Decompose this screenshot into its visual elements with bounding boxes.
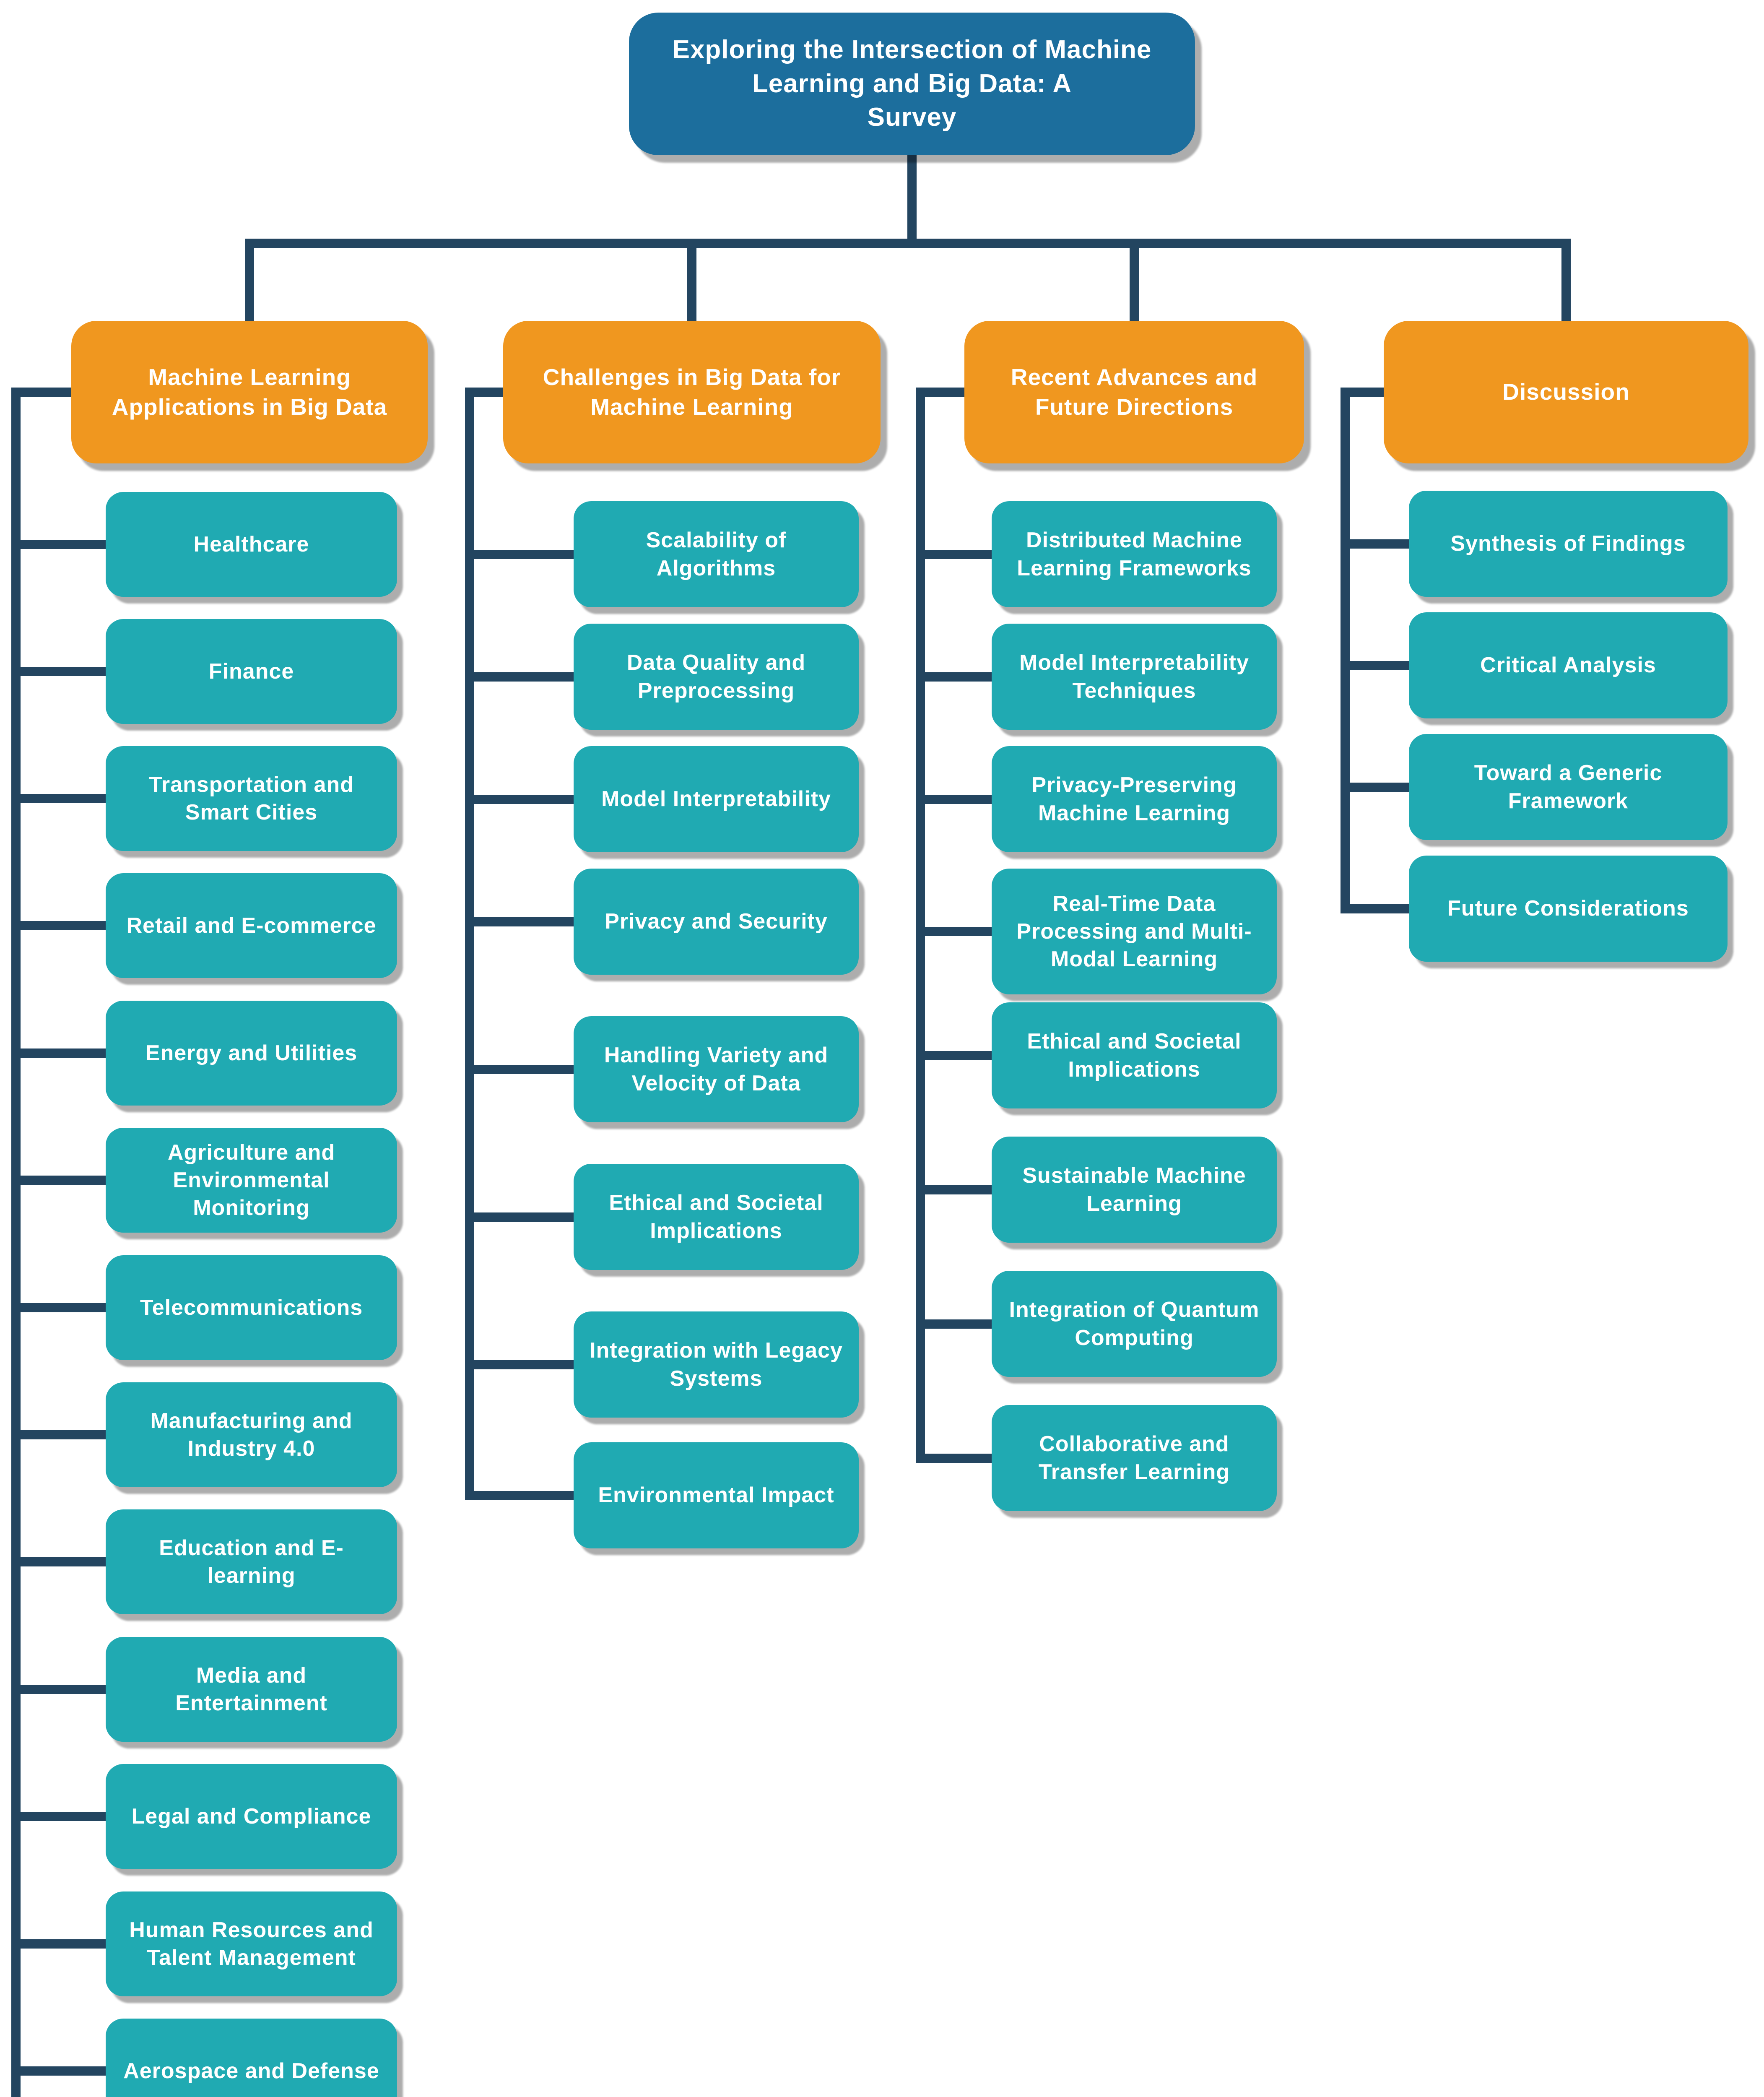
leaf-node: Transportation and Smart Cities — [106, 746, 397, 851]
leaf-node: Aerospace and Defense — [106, 2019, 397, 2097]
connector-line — [465, 1212, 574, 1222]
connector-line — [907, 154, 917, 248]
connector-line — [11, 1939, 106, 1949]
root-node: Exploring the Intersection of Machine Le… — [629, 13, 1195, 155]
connector-line — [11, 1812, 106, 1821]
connector-line — [916, 388, 964, 397]
connector-line — [465, 672, 574, 682]
leaf-node: Healthcare — [106, 492, 397, 597]
connector-line — [11, 1303, 106, 1312]
connector-line — [11, 921, 106, 930]
connector-line — [1341, 782, 1409, 792]
leaf-node: Telecommunications — [106, 1255, 397, 1360]
leaf-node: Human Resources and Talent Management — [106, 1891, 397, 1996]
connector-line — [916, 794, 992, 804]
connector-line — [11, 388, 21, 2097]
leaf-node: Legal and Compliance — [106, 1764, 397, 1869]
connector-line — [916, 1319, 992, 1329]
branch-node: Recent Advances and Future Directions — [964, 321, 1304, 463]
leaf-node: Finance — [106, 619, 397, 724]
connector-line — [11, 1685, 106, 1694]
connector-line — [916, 1185, 992, 1194]
leaf-node: Data Quality and Preprocessing — [574, 624, 859, 730]
leaf-node: Real-Time Data Processing and Multi-Moda… — [992, 869, 1277, 994]
leaf-node: Manufacturing and Industry 4.0 — [106, 1382, 397, 1487]
connector-line — [11, 667, 106, 676]
leaf-node: Education and E-learning — [106, 1509, 397, 1614]
leaf-node: Retail and E-commerce — [106, 873, 397, 978]
connector-line — [1341, 388, 1384, 397]
leaf-node: Sustainable Machine Learning — [992, 1137, 1277, 1243]
leaf-node: Integration of Quantum Computing — [992, 1271, 1277, 1377]
connector-line — [916, 1453, 992, 1463]
connector-line — [245, 239, 1571, 248]
connector-line — [11, 388, 71, 397]
connector-line — [465, 388, 474, 1500]
connector-line — [11, 794, 106, 803]
leaf-node: Integration with Legacy Systems — [574, 1311, 859, 1418]
connector-line — [11, 2066, 106, 2076]
connector-line — [687, 239, 696, 323]
leaf-node: Privacy-Preserving Machine Learning — [992, 746, 1277, 852]
connector-line — [11, 1557, 106, 1566]
leaf-node: Handling Variety and Velocity of Data — [574, 1016, 859, 1122]
leaf-node: Synthesis of Findings — [1409, 491, 1728, 597]
leaf-node: Collaborative and Transfer Learning — [992, 1405, 1277, 1511]
connector-line — [916, 927, 992, 936]
connector-line — [916, 388, 925, 1463]
connector-line — [465, 1064, 574, 1074]
leaf-node: Privacy and Security — [574, 869, 859, 975]
connector-line — [11, 1430, 106, 1439]
leaf-node: Critical Analysis — [1409, 612, 1728, 718]
leaf-node: Environmental Impact — [574, 1442, 859, 1548]
connector-line — [11, 540, 106, 549]
connector-line — [465, 549, 574, 559]
leaf-node: Model Interpretability — [574, 746, 859, 852]
connector-line — [916, 1051, 992, 1060]
connector-line — [465, 794, 574, 804]
connector-line — [465, 917, 574, 926]
connector-line — [11, 1048, 106, 1058]
leaf-node: Future Considerations — [1409, 856, 1728, 962]
leaf-node: Energy and Utilities — [106, 1001, 397, 1106]
connector-line — [245, 239, 254, 323]
connector-line — [916, 672, 992, 682]
connector-line — [1341, 388, 1350, 913]
leaf-node: Agriculture and Environmental Monitoring — [106, 1128, 397, 1233]
connector-line — [1561, 239, 1571, 323]
connector-line — [1130, 239, 1139, 323]
connector-line — [465, 388, 503, 397]
branch-node: Machine Learning Applications in Big Dat… — [71, 321, 428, 463]
connector-line — [465, 1491, 574, 1500]
connector-line — [1341, 904, 1409, 913]
leaf-node: Media and Entertainment — [106, 1637, 397, 1742]
connector-line — [465, 1360, 574, 1369]
leaf-node: Ethical and Societal Implications — [992, 1002, 1277, 1108]
connector-line — [11, 1176, 106, 1185]
leaf-node: Distributed Machine Learning Frameworks — [992, 501, 1277, 607]
leaf-node: Ethical and Societal Implications — [574, 1164, 859, 1270]
connector-line — [916, 549, 992, 559]
connector-line — [1341, 661, 1409, 670]
branch-node: Challenges in Big Data for Machine Learn… — [503, 321, 881, 463]
leaf-node: Toward a Generic Framework — [1409, 734, 1728, 840]
connector-line — [1341, 539, 1409, 549]
leaf-node: Model Interpretability Techniques — [992, 624, 1277, 730]
leaf-node: Scalability of Algorithms — [574, 501, 859, 607]
branch-node: Discussion — [1384, 321, 1748, 463]
